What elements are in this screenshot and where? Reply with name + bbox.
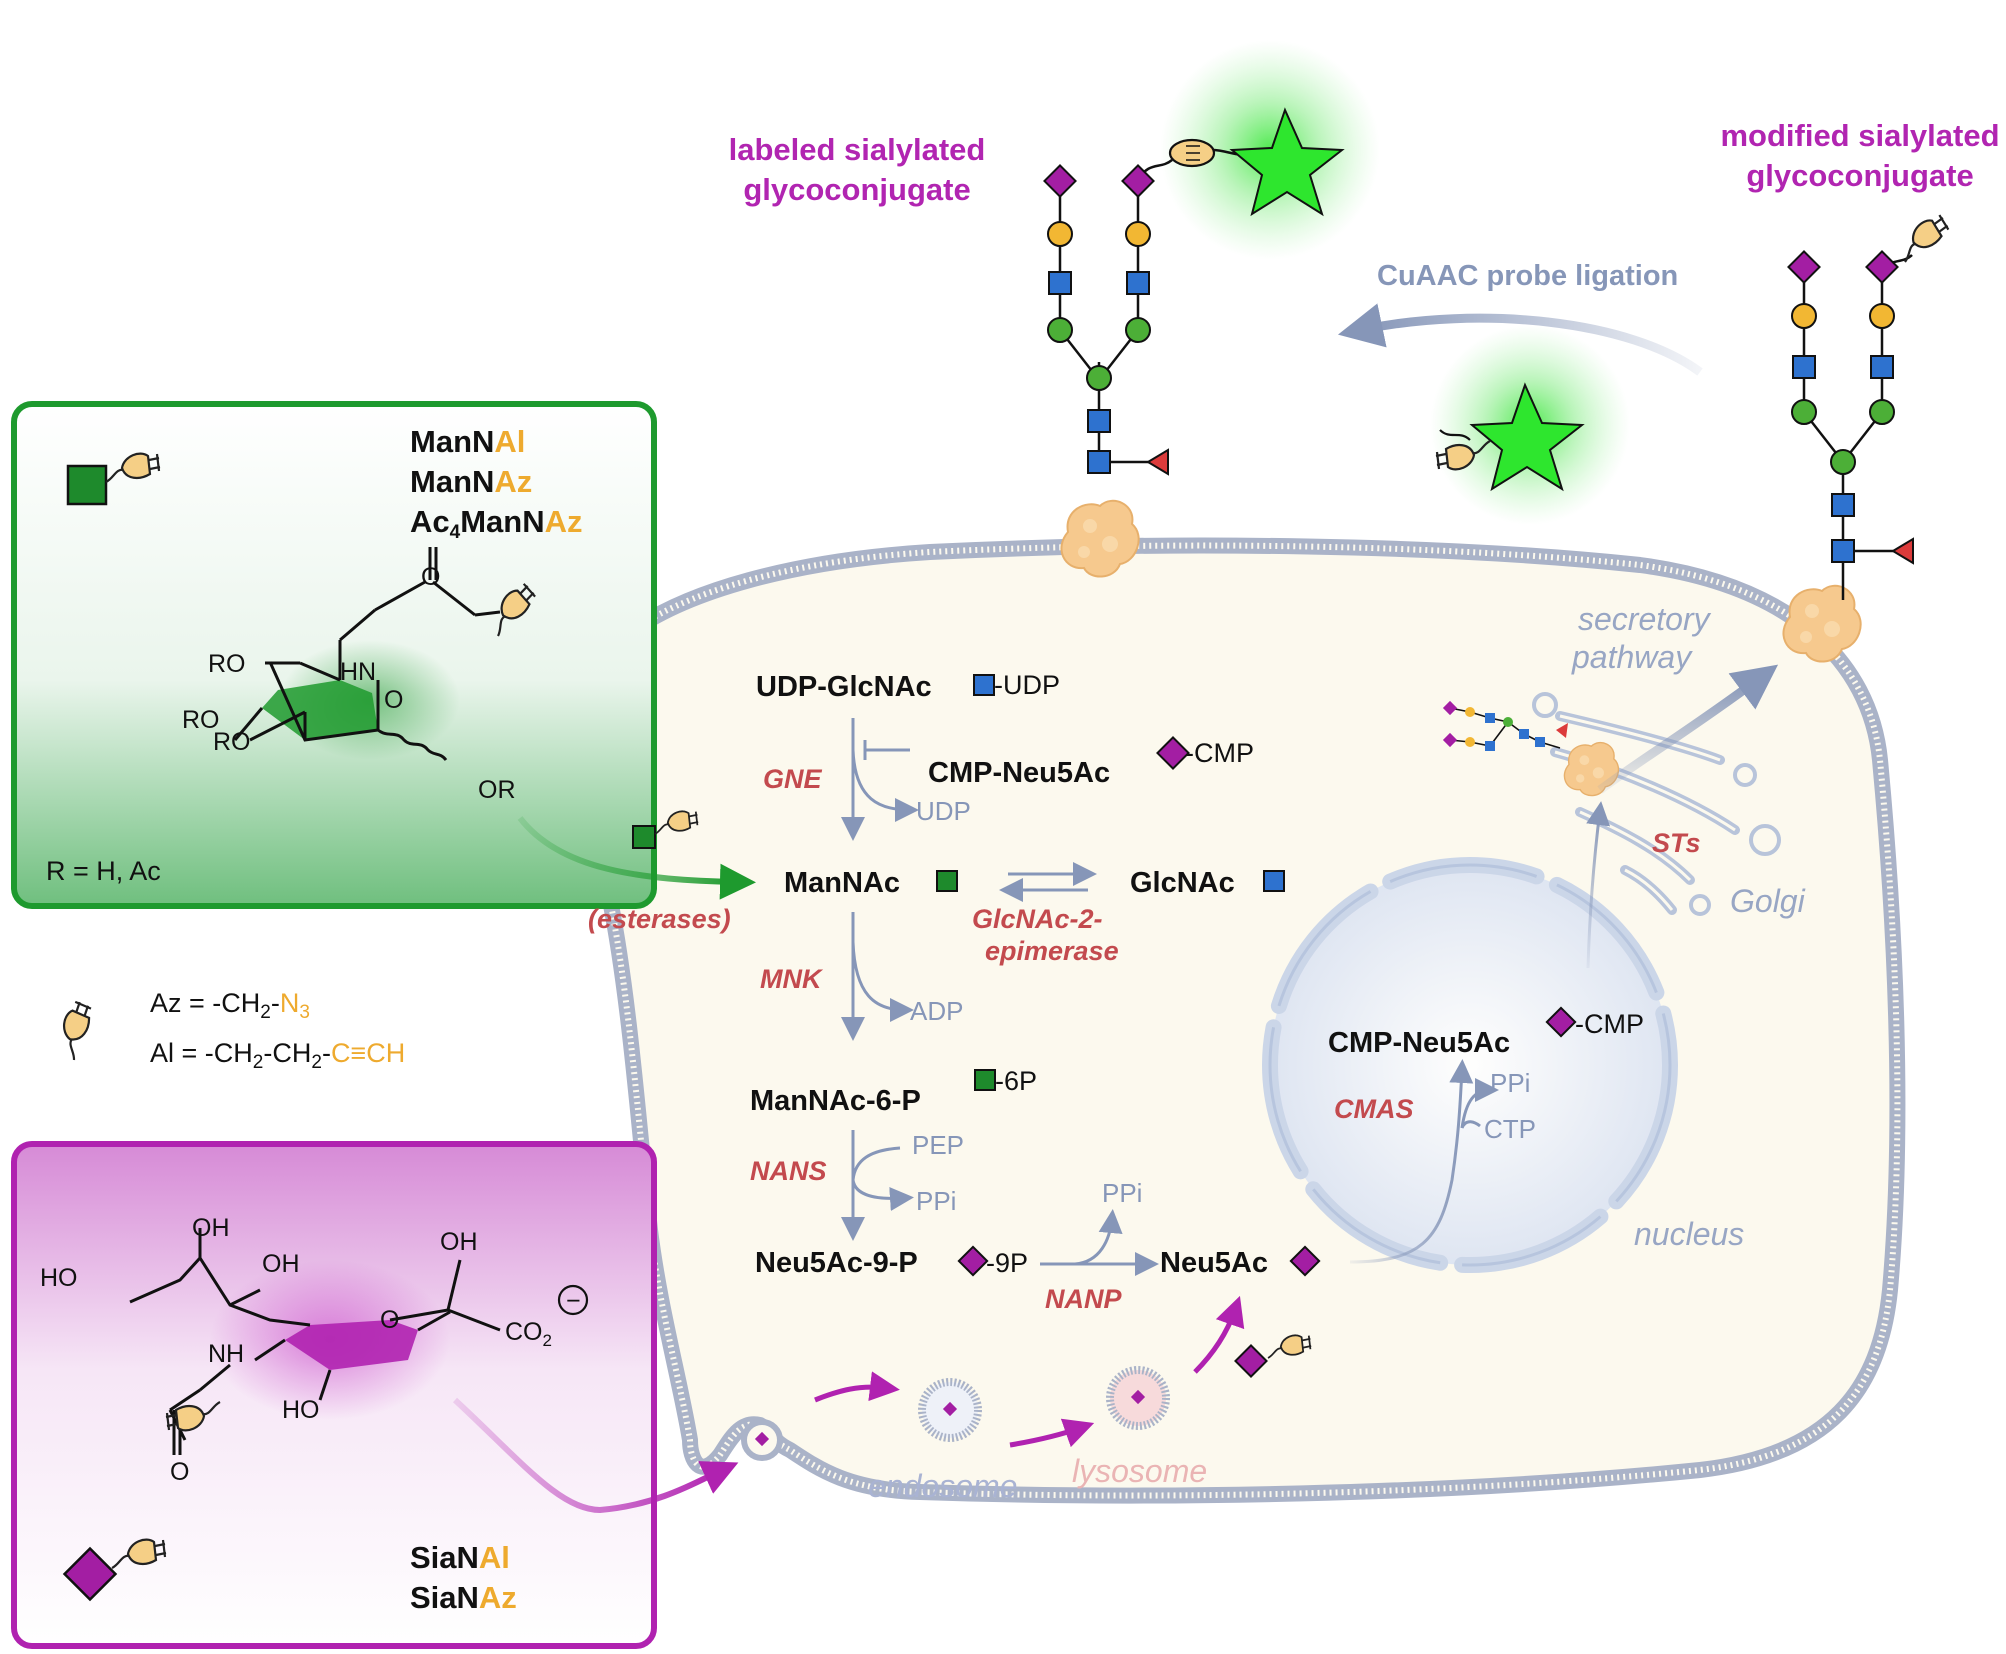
svg-text:Neu5Ac-9-P: Neu5Ac-9-P (755, 1247, 918, 1279)
svg-text:-6P: -6P (995, 1066, 1037, 1096)
svg-text:endosome: endosome (868, 1468, 1017, 1504)
svg-text:SiaNAz: SiaNAz (410, 1580, 517, 1615)
svg-text:Az = -CH2-N3: Az = -CH2-N3 (150, 988, 310, 1023)
sialic-diamond-icon (62, 1546, 118, 1602)
svg-text:SiaNAl: SiaNAl (410, 1540, 510, 1575)
tag-legend: Az = -CH2-N3 Al = -CH2-CH2-C≡CH (48, 988, 405, 1073)
svg-text:NH: NH (208, 1340, 244, 1368)
svg-text:ManNAc-6-P: ManNAc-6-P (750, 1085, 921, 1117)
svg-text:O: O (384, 686, 403, 714)
svg-text:-CMP: -CMP (1575, 1009, 1644, 1039)
modified-glycoconjugate (1782, 212, 1956, 663)
svg-text:-UDP: -UDP (994, 670, 1060, 700)
svg-text:CMAS: CMAS (1334, 1094, 1414, 1124)
glcnac-square-icon (1263, 870, 1285, 892)
svg-text:NANS: NANS (750, 1156, 827, 1186)
svg-text:RO: RO (182, 706, 220, 734)
svg-text:PPi: PPi (1490, 1068, 1530, 1098)
svg-text:HN: HN (340, 658, 376, 686)
svg-text:HO: HO (40, 1264, 78, 1292)
svg-text:lysosome: lysosome (1072, 1453, 1207, 1489)
svg-text:PEP: PEP (912, 1130, 964, 1160)
svg-text:Ac4ManNAz: Ac4ManNAz (410, 504, 583, 543)
svg-text:Neu5Ac: Neu5Ac (1160, 1247, 1268, 1279)
mannac-analog-structure: O HN RO RO RO O OR (182, 547, 544, 804)
svg-text:modified sialylated: modified sialylated (1720, 118, 1999, 153)
golgi-glycoprotein (1442, 700, 1620, 797)
svg-text:pathway: pathway (1571, 639, 1693, 675)
glcnac-square-icon (973, 674, 995, 696)
svg-text:MNK: MNK (760, 964, 824, 994)
svg-text:CO2: CO2 (505, 1318, 552, 1350)
svg-text:secretory: secretory (1578, 601, 1712, 637)
svg-text:O: O (380, 1306, 399, 1334)
svg-text:ADP: ADP (910, 996, 963, 1026)
sialic-analog-structure: OH OH OH HO HO NH O CO2 − O (40, 1214, 589, 1486)
svg-text:(esterases): (esterases) (588, 904, 731, 934)
svg-text:glycoconjugate: glycoconjugate (1746, 158, 1973, 193)
svg-text:O: O (170, 1458, 189, 1486)
svg-text:nucleus: nucleus (1634, 1216, 1744, 1252)
svg-text:R = H, Ac: R = H, Ac (46, 856, 161, 886)
svg-text:CuAAC probe ligation: CuAAC probe ligation (1377, 260, 1678, 292)
fluorophore-star-icon (1229, 107, 1345, 217)
svg-text:Golgi: Golgi (1730, 883, 1806, 919)
svg-text:ManNAl: ManNAl (410, 424, 525, 459)
svg-text:CMP-Neu5Ac: CMP-Neu5Ac (1328, 1027, 1510, 1059)
nucleus-icon (1262, 857, 1678, 1273)
svg-text:O: O (421, 563, 440, 591)
sialic-diamond-icon (1156, 736, 1190, 770)
mannac-square-icon (974, 1069, 996, 1091)
svg-text:GlcNAc-2-: GlcNAc-2- (972, 904, 1103, 934)
svg-text:Al = -CH2-CH2-C≡CH: Al = -CH2-CH2-C≡CH (150, 1038, 405, 1073)
svg-text:HO: HO (282, 1396, 320, 1424)
svg-text:GlcNAc: GlcNAc (1130, 867, 1235, 899)
sialic-diamond-icon (957, 1245, 989, 1277)
mannac-square-icon (936, 870, 958, 892)
svg-text:PPi: PPi (916, 1186, 956, 1216)
svg-text:OH: OH (192, 1214, 230, 1242)
svg-text:−: − (566, 1287, 581, 1315)
svg-text:labeled sialylated: labeled sialylated (729, 132, 986, 167)
svg-text:epimerase: epimerase (985, 936, 1119, 966)
sialic-diamond-icon (1545, 1006, 1577, 1038)
svg-text:CMP-Neu5Ac: CMP-Neu5Ac (928, 757, 1110, 789)
svg-text:STs: STs (1652, 828, 1701, 858)
mannac-square-icon (66, 464, 108, 506)
svg-text:ManNAc: ManNAc (784, 867, 900, 899)
sialic-diamond-icon (1289, 1245, 1321, 1277)
svg-text:ManNAz: ManNAz (410, 464, 532, 499)
svg-text:GNE: GNE (763, 764, 823, 794)
fluorophore-star-icon (1469, 382, 1585, 492)
svg-text:UDP-GlcNAc: UDP-GlcNAc (756, 671, 932, 703)
svg-text:OR: OR (478, 776, 516, 804)
svg-text:CTP: CTP (1484, 1114, 1536, 1144)
free-probe (1430, 325, 1630, 525)
svg-text:RO: RO (213, 728, 251, 756)
labeled-glycoconjugate (1043, 40, 1380, 578)
svg-text:RO: RO (208, 650, 246, 678)
svg-text:OH: OH (440, 1228, 478, 1256)
svg-text:UDP: UDP (916, 796, 971, 826)
svg-text:PPi: PPi (1102, 1178, 1142, 1208)
svg-text:NANP: NANP (1045, 1284, 1122, 1314)
svg-text:glycoconjugate: glycoconjugate (743, 172, 970, 207)
svg-text:-CMP: -CMP (1185, 738, 1254, 768)
svg-text:-9P: -9P (986, 1248, 1028, 1278)
svg-text:OH: OH (262, 1250, 300, 1278)
vesicle-icon (741, 1366, 1170, 1461)
